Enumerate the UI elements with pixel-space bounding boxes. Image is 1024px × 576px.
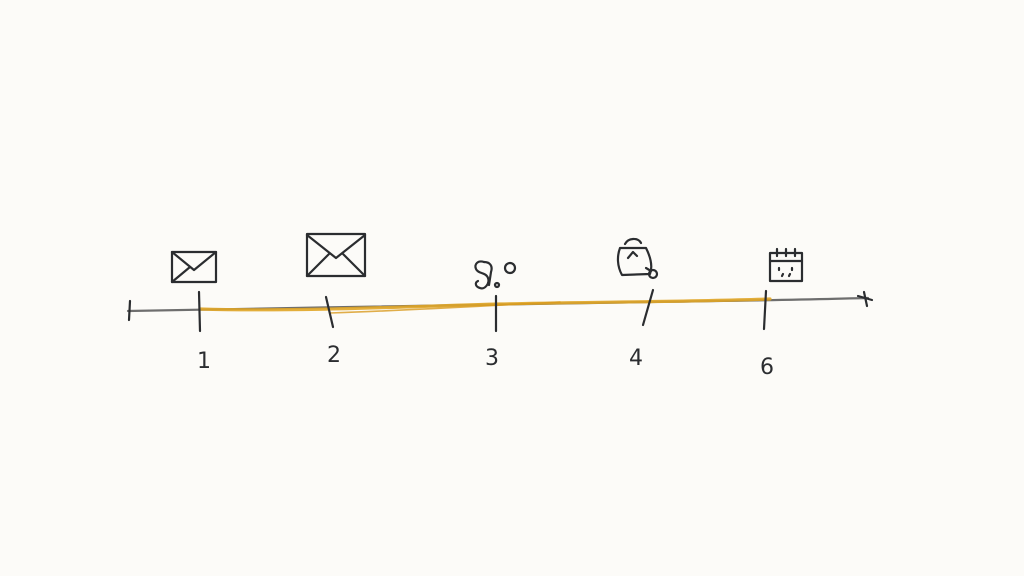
milestone-label-4: 4	[629, 346, 643, 371]
tick-1	[197, 290, 202, 333]
bag-icon	[616, 237, 659, 280]
tick-2	[324, 295, 335, 329]
tick-4	[641, 288, 655, 327]
milestone-label-6: 6	[760, 355, 774, 380]
milestone-label-3: 3	[485, 346, 499, 371]
envelope-icon	[170, 250, 218, 284]
tick-6	[762, 289, 768, 331]
calendar-icon	[768, 247, 804, 283]
axis-start-cap	[127, 299, 132, 322]
timeline-highlight	[198, 297, 772, 312]
timeline-highlight-stroke-2	[329, 301, 561, 314]
envelope-icon	[305, 232, 367, 278]
axis-end-cap	[856, 290, 874, 308]
milestone-label-1: 1	[197, 349, 211, 374]
milestone-label-2: 2	[327, 343, 341, 368]
music-note-icon	[474, 260, 517, 290]
